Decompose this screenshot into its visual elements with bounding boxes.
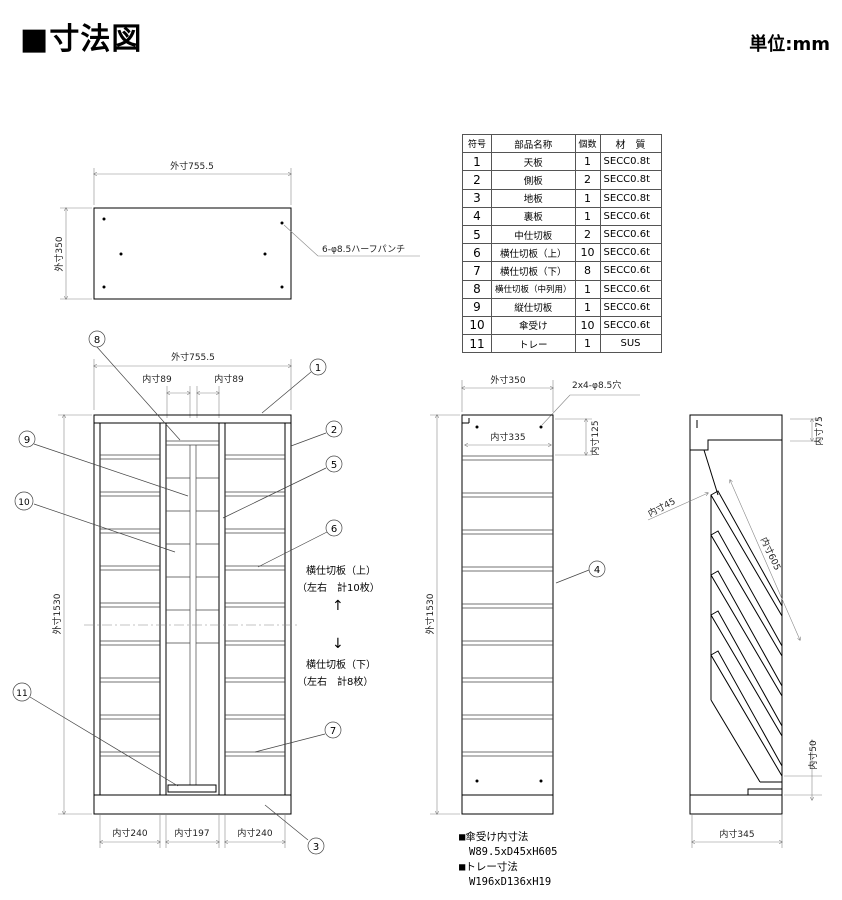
svg-text:3: 3 [313,842,319,853]
top-depth-label: 外寸350 [53,236,65,271]
svg-text:9: 9 [24,435,30,446]
callout-8 [88,330,106,348]
punch-hole [102,285,106,289]
umbrella-holders [710,490,783,783]
hole [539,425,543,429]
punch-hole [263,252,267,256]
front-height-label: 外寸1530 [51,593,63,634]
top-width-label: 外寸755.5 [170,160,214,172]
right-shelves [225,454,285,757]
top-view: 外寸755.5 外寸350 6-φ8.5ハーフパンチ [53,160,420,299]
callout-3 [307,837,325,855]
left-shelves [100,454,160,757]
side-width-label: 外寸350 [490,374,525,386]
callout-9 [18,430,36,448]
hole [539,779,543,783]
inner-345-label: 内寸345 [719,828,754,840]
svg-text:11: 11 [16,689,27,699]
inner-89-left-label: 内寸89 [142,373,172,385]
cabinet-outline [93,414,292,815]
punch-hole [280,221,284,225]
callout-2 [325,420,343,438]
tray-dims: W196xD136xH19 [469,876,552,888]
svg-text:5: 5 [331,460,337,471]
callout-5 [325,455,343,473]
svg-text:2: 2 [331,425,337,436]
svg-text:4: 4 [594,565,600,576]
unit-label: 単位:mm [749,34,830,55]
inner-45-label: 内寸45 [646,495,678,519]
callouts: 8 1 2 9 5 10 6 11 7 3 4 [12,330,606,855]
front-view: 外寸755.5 内寸89 内寸89 外寸1530 [51,351,380,848]
callout-4 [588,560,606,578]
svg-text:7: 7 [330,726,336,737]
page-title: ■寸法図 [20,22,143,57]
umbrella-dims-title: ■傘受け内寸法 [459,831,529,843]
lower-shelf-count: （左右 計8枚） [297,675,373,688]
punch-hole [102,217,106,221]
side-inner-width-label: 内寸335 [490,431,525,443]
callout-7 [324,721,342,739]
hole [475,425,479,429]
svg-text:1: 1 [315,363,321,374]
hole [475,779,479,783]
bottom-left-label: 内寸240 [112,827,147,839]
top-plate-outline [93,207,292,300]
svg-text:8: 8 [94,335,100,346]
callout-1 [309,358,327,376]
arrow-up-icon: ↑ [332,598,344,614]
bottom-right-label: 内寸240 [237,827,272,839]
side-shelves [462,455,553,757]
front-width-label: 外寸755.5 [171,351,215,363]
callout-10 [14,491,34,511]
center-short-shelves [166,477,219,644]
svg-text:6: 6 [331,524,337,535]
section-view: 内寸75 内寸45 内寸605 内寸50 内寸345 [646,414,825,848]
punch-hole [280,285,284,289]
punch-label: 6-φ8.5ハーフパンチ [322,244,405,255]
side-holes-label: 2x4-φ8.5穴 [572,379,621,391]
inner-605-label: 内寸605 [758,535,784,572]
side-inner-125-label: 内寸125 [589,420,601,455]
inner-50-label: 内寸50 [807,740,819,770]
tray-dims-title: ■トレー寸法 [459,861,518,873]
bottom-center-label: 内寸197 [174,827,209,839]
punch-hole [119,252,123,256]
table-header: 符号 部品名称 個数 材 質 [462,133,662,154]
umbrella-dims: W89.5xD45xH605 [469,846,558,858]
side-height-label: 外寸1530 [424,593,436,634]
callout-11 [12,682,32,702]
arrow-down-icon: ↓ [332,636,344,652]
side-view: 外寸350 2x4-φ8.5穴 内寸335 内寸125 [424,374,640,814]
upper-shelf-count: （左右 計10枚） [297,581,380,594]
svg-text:10: 10 [18,498,30,508]
tray [167,784,217,793]
dimension-notes: ■傘受け内寸法 W89.5xD45xH605 ■トレー寸法 W196xD136x… [459,830,558,890]
inner-89-right-label: 内寸89 [214,373,244,385]
side-outline [461,414,554,815]
top-plate [93,414,292,424]
inner-75-label: 内寸75 [813,416,825,445]
lower-shelf-note: 横仕切板（下） [306,658,376,671]
upper-shelf-note: 横仕切板（上） [306,564,376,577]
callout-6 [325,519,343,537]
